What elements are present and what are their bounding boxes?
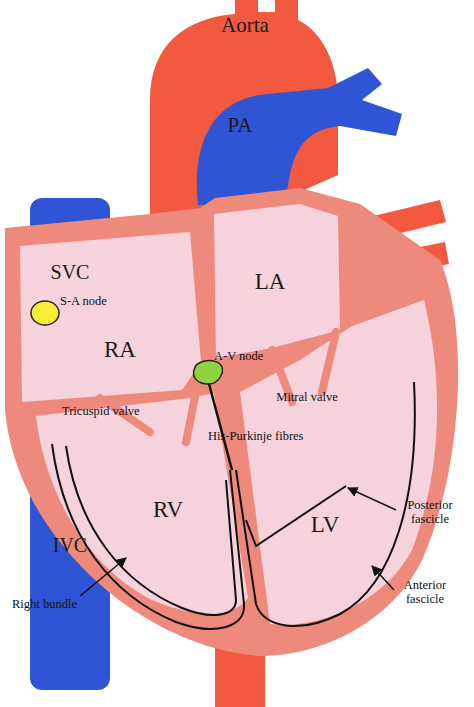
part-label: His-Purkinje fibres: [208, 429, 338, 443]
part-name: LA: [255, 270, 286, 294]
posterior-fascicle-line: [246, 486, 346, 546]
anatomy-label-region: Aorta: [200, 10, 290, 40]
part-label: Posterior fascicle: [398, 498, 462, 527]
right-atrium: [20, 232, 201, 402]
anatomy-label-region: SVC: [32, 258, 108, 286]
part-name: Aorta: [221, 14, 269, 36]
part-label: Mitral valve: [262, 390, 352, 404]
part-label: A-V node: [214, 349, 294, 363]
part-name: LV: [311, 513, 340, 537]
part-name: IVC: [53, 535, 87, 556]
anatomy-label-region: LV: [297, 510, 353, 540]
anatomy-label-region: IVC: [32, 531, 108, 559]
part-name: RV: [153, 498, 183, 522]
pulmonary-artery: [197, 68, 402, 205]
right-bundle-line: [52, 444, 244, 629]
anatomy-label-region: RA: [92, 335, 148, 365]
leader-arrow: [80, 558, 126, 596]
part-label: S-A node: [60, 294, 140, 308]
part-name: PA: [228, 114, 253, 136]
right-bundle-line: [66, 446, 236, 615]
leader-arrow: [372, 566, 394, 590]
left-atrium: [214, 204, 340, 358]
part-name: RA: [104, 338, 136, 362]
part-label: Right bundle: [12, 597, 112, 611]
anatomy-label-region: PA: [212, 110, 268, 140]
right-ventricle: [36, 393, 248, 614]
part-name: SVC: [51, 262, 90, 283]
left-ventricle: [240, 300, 437, 625]
part-label: Anterior fascicle: [393, 578, 457, 607]
av-node: [194, 361, 223, 384]
sa-node: [31, 301, 59, 325]
his-bundle: [208, 380, 232, 470]
anatomy-label-region: RV: [140, 495, 196, 525]
anatomy-label-region: LA: [242, 267, 298, 297]
leader-arrow: [348, 488, 396, 510]
anterior-fascicle-line: [236, 382, 415, 626]
heart-wall: [5, 188, 458, 656]
part-label: Tricuspid valve: [62, 404, 172, 418]
